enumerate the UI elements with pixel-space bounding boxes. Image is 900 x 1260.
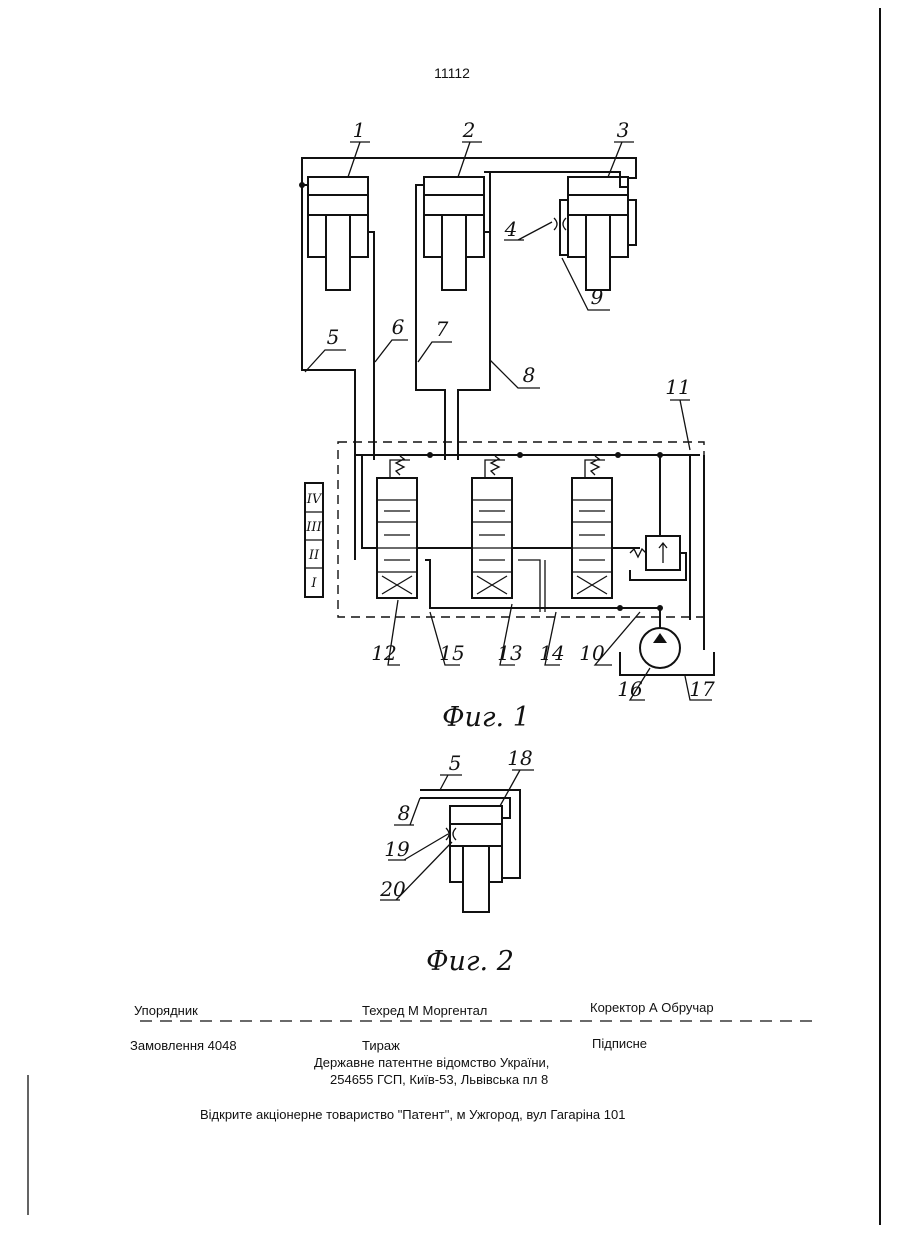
- imprint-corrector: Коректор А Обручар: [590, 1000, 714, 1015]
- figure-2: 5 18 8 19 20 Фиг. 2: [379, 746, 534, 977]
- cylinder-3-return: [628, 200, 636, 245]
- label-17: 17: [689, 677, 715, 701]
- figure-1: IV III II I 1 2 3 4: [299, 118, 715, 733]
- imprint-office-line2: 254655 ГСП, Київ-53, Львівська пл 8: [330, 1072, 548, 1087]
- valve-14: [572, 456, 612, 598]
- cylinder-18: [450, 806, 502, 912]
- page-number: 11112: [434, 65, 470, 81]
- label-16: 16: [617, 677, 643, 701]
- position-label-iii: III: [305, 520, 322, 535]
- fig2-label-8: 8: [398, 801, 411, 825]
- label-1: 1: [353, 118, 366, 142]
- label-4: 4: [504, 217, 518, 241]
- pump-16: [640, 628, 680, 668]
- figure-1-caption: Фиг. 1: [442, 702, 530, 733]
- cylinder-3: [568, 177, 628, 290]
- position-label-ii: II: [308, 548, 320, 563]
- position-indicator: IV III II I: [305, 483, 323, 597]
- label-15: 15: [439, 641, 464, 665]
- label-13: 13: [497, 641, 522, 665]
- figure-2-caption: Фиг. 2: [426, 946, 514, 977]
- label-6: 6: [392, 315, 405, 339]
- label-2: 2: [462, 118, 476, 142]
- position-label-iv: IV: [306, 492, 323, 507]
- imprint-order: Замовлення 4048: [130, 1038, 237, 1053]
- pipe-6: [368, 232, 374, 460]
- label-7: 7: [436, 317, 449, 341]
- label-12: 12: [371, 641, 396, 665]
- fig2-label-5: 5: [449, 751, 462, 775]
- interconnect-lines: [518, 560, 545, 612]
- valve-12: [377, 456, 417, 598]
- imprint-subscription: Підписне: [592, 1036, 647, 1051]
- label-5: 5: [327, 325, 340, 349]
- relief-valve-11: [630, 455, 686, 580]
- label-8: 8: [523, 363, 536, 387]
- valve-13: [472, 456, 512, 598]
- imprint-printer: Відкрите акціонерне товариство "Патент",…: [200, 1107, 625, 1122]
- imprint-compiler: Упорядник: [134, 1003, 198, 1018]
- position-label-i: I: [310, 576, 317, 591]
- label-11: 11: [665, 375, 690, 399]
- label-9: 9: [591, 285, 604, 309]
- fig2-label-20: 20: [379, 877, 406, 901]
- fig2-label-19: 19: [384, 837, 410, 861]
- fig2-label-18: 18: [507, 746, 532, 770]
- cylinder-1: [308, 177, 368, 290]
- label-3: 3: [617, 118, 630, 142]
- cylinder-2: [424, 177, 484, 290]
- label-14: 14: [539, 641, 564, 665]
- imprint-techred: Техред М Моргентал: [362, 1003, 487, 1018]
- imprint-circulation: Тираж: [362, 1038, 400, 1053]
- label-10: 10: [579, 641, 605, 665]
- return-lines: [690, 455, 704, 650]
- drain-line-15: [425, 560, 660, 628]
- imprint-office-line1: Державне патентне відомство України,: [314, 1055, 549, 1070]
